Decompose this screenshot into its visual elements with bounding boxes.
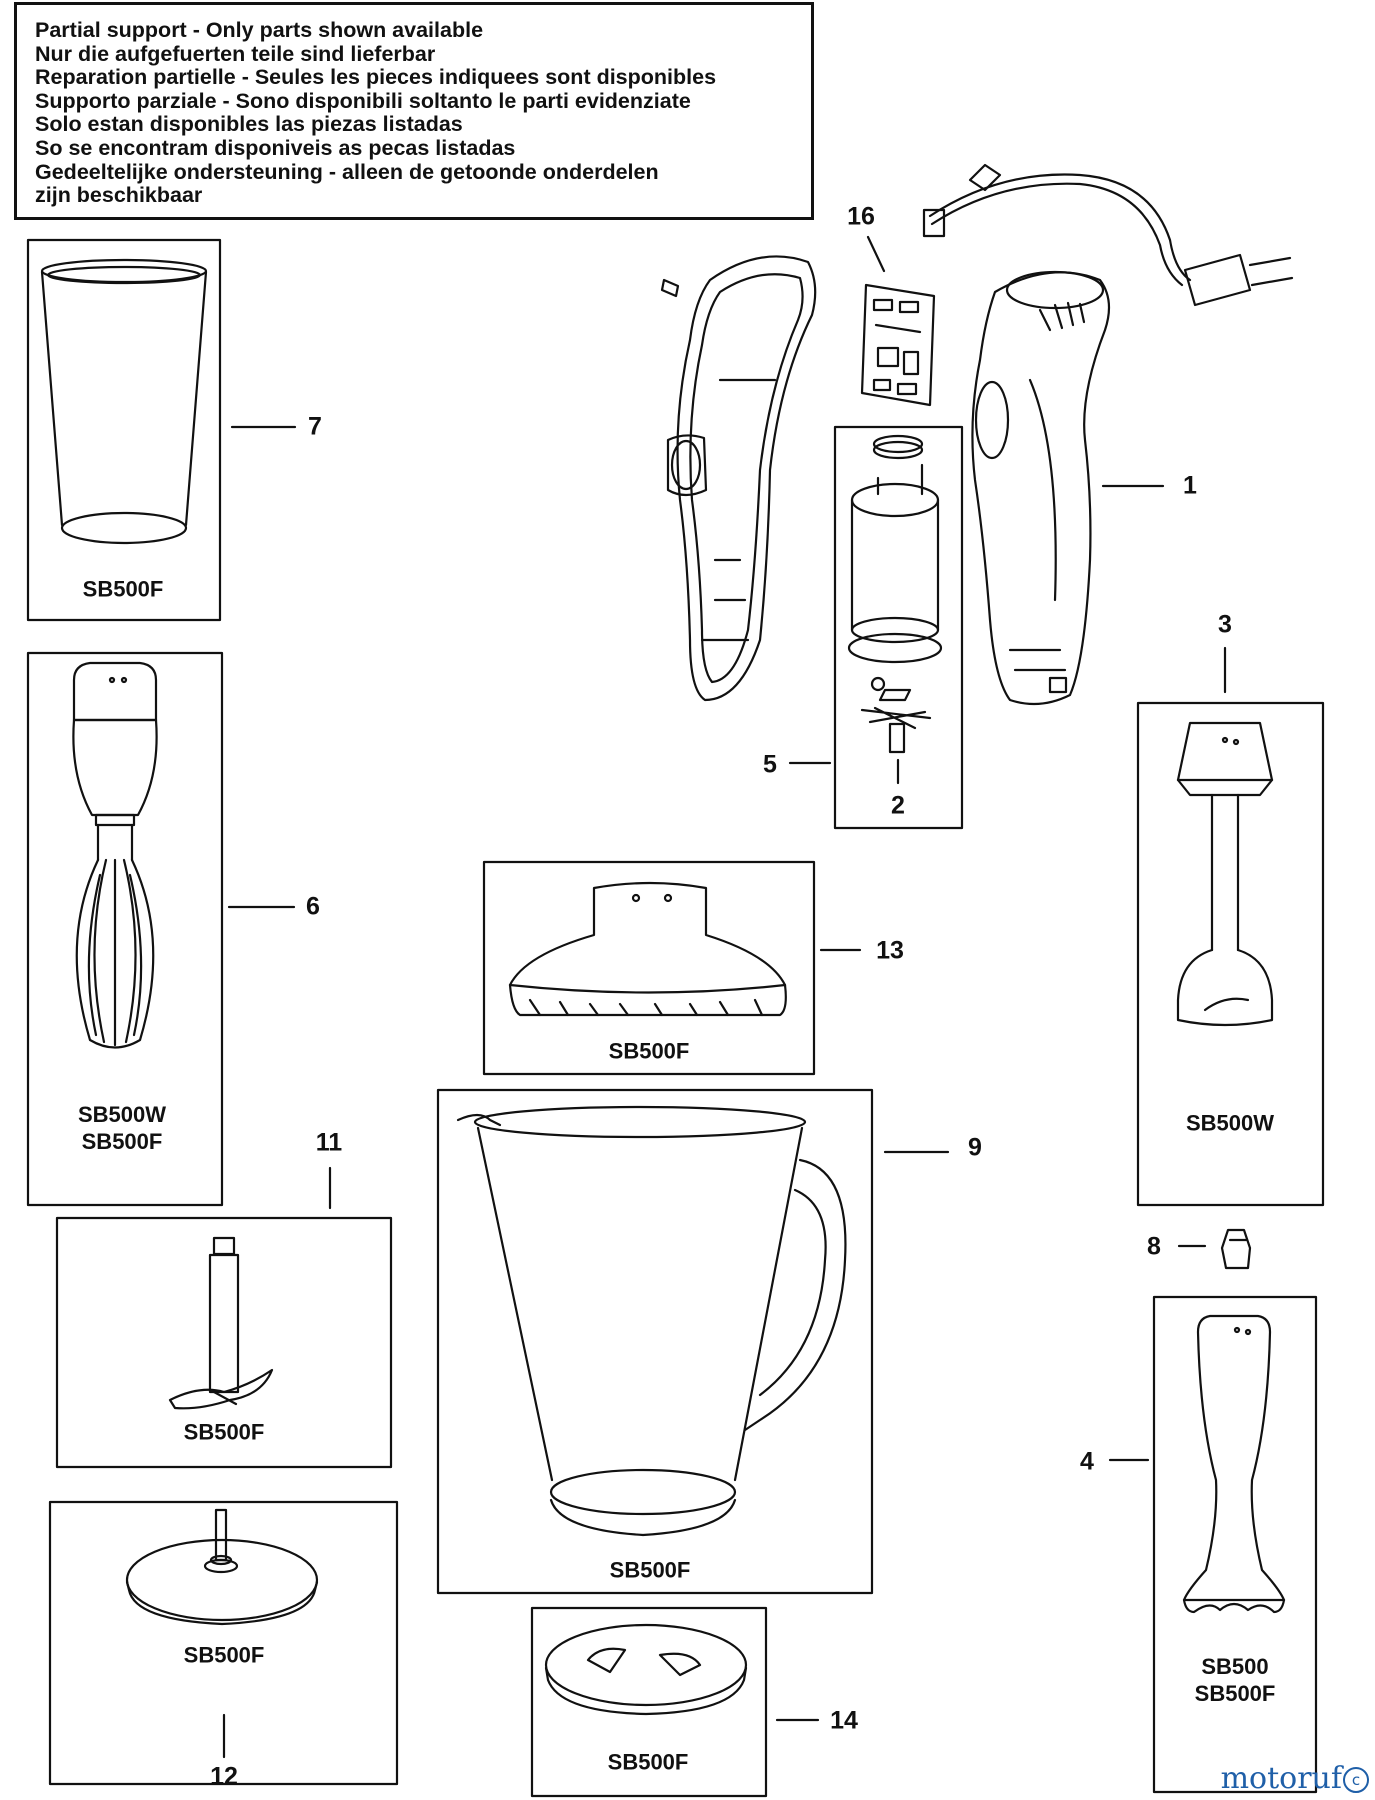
model-code: SB500 [1201, 1654, 1269, 1679]
box-chopper-blade [55, 1216, 393, 1469]
whisk-part [72, 661, 158, 1049]
part-number-9: 9 [968, 1133, 982, 1162]
notice-line: Gedeeltelijke ondersteuning - alleen de … [35, 159, 659, 184]
model-code: SB500F [609, 1557, 691, 1583]
copyright-mark: c [1343, 1767, 1369, 1793]
part-number-4: 4 [1080, 1447, 1094, 1476]
partial-support-notice: Partial support - Only parts shown avail… [14, 2, 814, 220]
box-whisk [26, 651, 224, 1207]
anti-slip-base-part [544, 1623, 748, 1716]
part-number-13: 13 [876, 936, 904, 965]
motor-assembly-part [847, 434, 943, 754]
model-code: SB500F [183, 1642, 265, 1668]
notice-line: Reparation partielle - Seules les pieces… [35, 65, 717, 90]
part-number-5: 5 [763, 750, 777, 779]
watermark-text: motoruf [1220, 1761, 1342, 1796]
model-code: SB500F [81, 1129, 163, 1154]
model-code: SB500F [82, 576, 164, 602]
model-code-group: SB500W SB500F [78, 1101, 166, 1155]
blender-shaft-part [1182, 1314, 1286, 1614]
leader-line-16 [866, 235, 886, 273]
part-number-6: 6 [306, 892, 320, 921]
box-chopper-lid [482, 860, 816, 1076]
motor-housing-part [922, 163, 1294, 706]
blender-stick-part [1176, 721, 1274, 1027]
model-code: SB500F [1194, 1681, 1276, 1706]
whisk-disc-part [125, 1508, 319, 1626]
box-anti-slip-base [530, 1606, 768, 1798]
model-code: SB500F [608, 1038, 690, 1064]
part-number-7: 7 [308, 412, 322, 441]
box-motor [833, 425, 964, 830]
part-number-14: 14 [830, 1706, 858, 1735]
part-number-3: 3 [1218, 610, 1232, 639]
pitcher-part [456, 1105, 847, 1537]
model-code: SB500W [1185, 1110, 1275, 1136]
notice-line: Solo estan disponibles las piezas listad… [35, 112, 463, 137]
notice-line: Partial support - Only parts shown avail… [35, 18, 484, 42]
box-beaker [26, 238, 222, 622]
notice-line: Supporto parziale - Sono disponibili sol… [35, 88, 691, 113]
switch-board-part [860, 283, 936, 407]
box-pitcher [436, 1088, 874, 1595]
model-code: SB500F [607, 1749, 689, 1775]
beaker-part [40, 258, 208, 545]
part-number-11: 11 [315, 1128, 343, 1157]
part-number-2: 2 [891, 791, 905, 820]
box-blender-shaft [1152, 1295, 1318, 1794]
chopper-lid-part [508, 881, 787, 1017]
part-number-16: 16 [847, 202, 875, 231]
notice-line: So se encontram disponiveis as pecas lis… [35, 135, 516, 160]
model-code: SB500F [183, 1419, 265, 1445]
notice-line: zijn beschikbaar [35, 183, 203, 208]
notice-line: Nur die aufgefuerten teile sind lieferba… [35, 41, 436, 66]
part-number-12: 12 [210, 1762, 238, 1791]
part-number-8: 8 [1147, 1232, 1161, 1261]
box-whisk-disc [48, 1500, 399, 1786]
model-code-group: SB500 SB500F [1195, 1653, 1276, 1707]
model-code: SB500W [77, 1102, 167, 1127]
part-number-1: 1 [1183, 471, 1197, 500]
housing-half-part [660, 255, 817, 702]
box-blender-stick [1136, 701, 1325, 1207]
coupling-part [1220, 1228, 1252, 1270]
chopper-blade-part [168, 1236, 274, 1410]
